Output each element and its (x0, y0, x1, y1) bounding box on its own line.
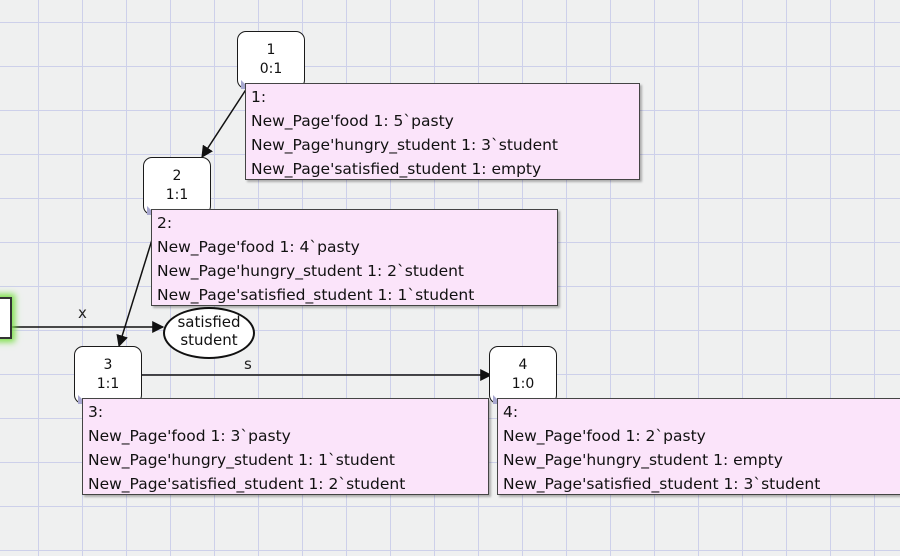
state-info-2: 2: New_Page'food 1: 4`pasty New_Page'hun… (151, 209, 558, 306)
info-header: 2: (157, 214, 173, 232)
arc-label-s: s (244, 355, 252, 373)
arc-label-x: x (78, 304, 87, 322)
state-number: 4 (518, 357, 528, 373)
state-ratio: 1:0 (511, 376, 535, 392)
info-line: New_Page'hungry_student 1: empty (503, 451, 783, 469)
info-header: 4: (503, 403, 519, 421)
info-line: New_Page'food 1: 4`pasty (157, 238, 360, 256)
info-line: New_Page'food 1: 2`pasty (503, 427, 706, 445)
state-node-1[interactable]: 1 0:1 (237, 31, 305, 89)
info-header: 1: (251, 88, 267, 106)
state-ratio: 1:1 (165, 187, 189, 203)
state-node-3[interactable]: 3 1:1 (74, 346, 142, 404)
place-satisfied-student[interactable]: satisfied student (163, 307, 255, 359)
info-line: New_Page'satisfied_student 1: empty (251, 160, 542, 178)
state-number: 3 (103, 357, 113, 373)
info-line: New_Page'satisfied_student 1: 3`student (503, 475, 821, 493)
state-node-2[interactable]: 2 1:1 (143, 157, 211, 215)
state-node-4[interactable]: 4 1:0 (489, 346, 557, 404)
place-label-line2: student (180, 331, 238, 349)
state-info-3: 3: New_Page'food 1: 3`pasty New_Page'hun… (82, 398, 489, 495)
info-line: New_Page'food 1: 3`pasty (88, 427, 291, 445)
info-line: New_Page'satisfied_student 1: 2`student (88, 475, 406, 493)
state-info-1: 1: New_Page'food 1: 5`pasty New_Page'hun… (245, 83, 640, 180)
place-label-line1: satisfied (177, 313, 241, 331)
state-number: 1 (266, 42, 276, 58)
info-line: New_Page'hungry_student 1: 1`student (88, 451, 396, 469)
info-line: New_Page'satisfied_student 1: 1`student (157, 286, 475, 304)
info-line: New_Page'food 1: 5`pasty (251, 112, 454, 130)
info-line: New_Page'hungry_student 1: 2`student (157, 262, 465, 280)
edge-1-2 (201, 87, 248, 159)
transition-node[interactable] (0, 297, 12, 339)
info-header: 3: (88, 403, 104, 421)
state-number: 2 (172, 168, 182, 184)
state-ratio: 1:1 (96, 376, 120, 392)
info-line: New_Page'hungry_student 1: 3`student (251, 136, 559, 154)
state-ratio: 0:1 (259, 61, 283, 77)
state-info-4: 4: New_Page'food 1: 2`pasty New_Page'hun… (497, 398, 900, 495)
